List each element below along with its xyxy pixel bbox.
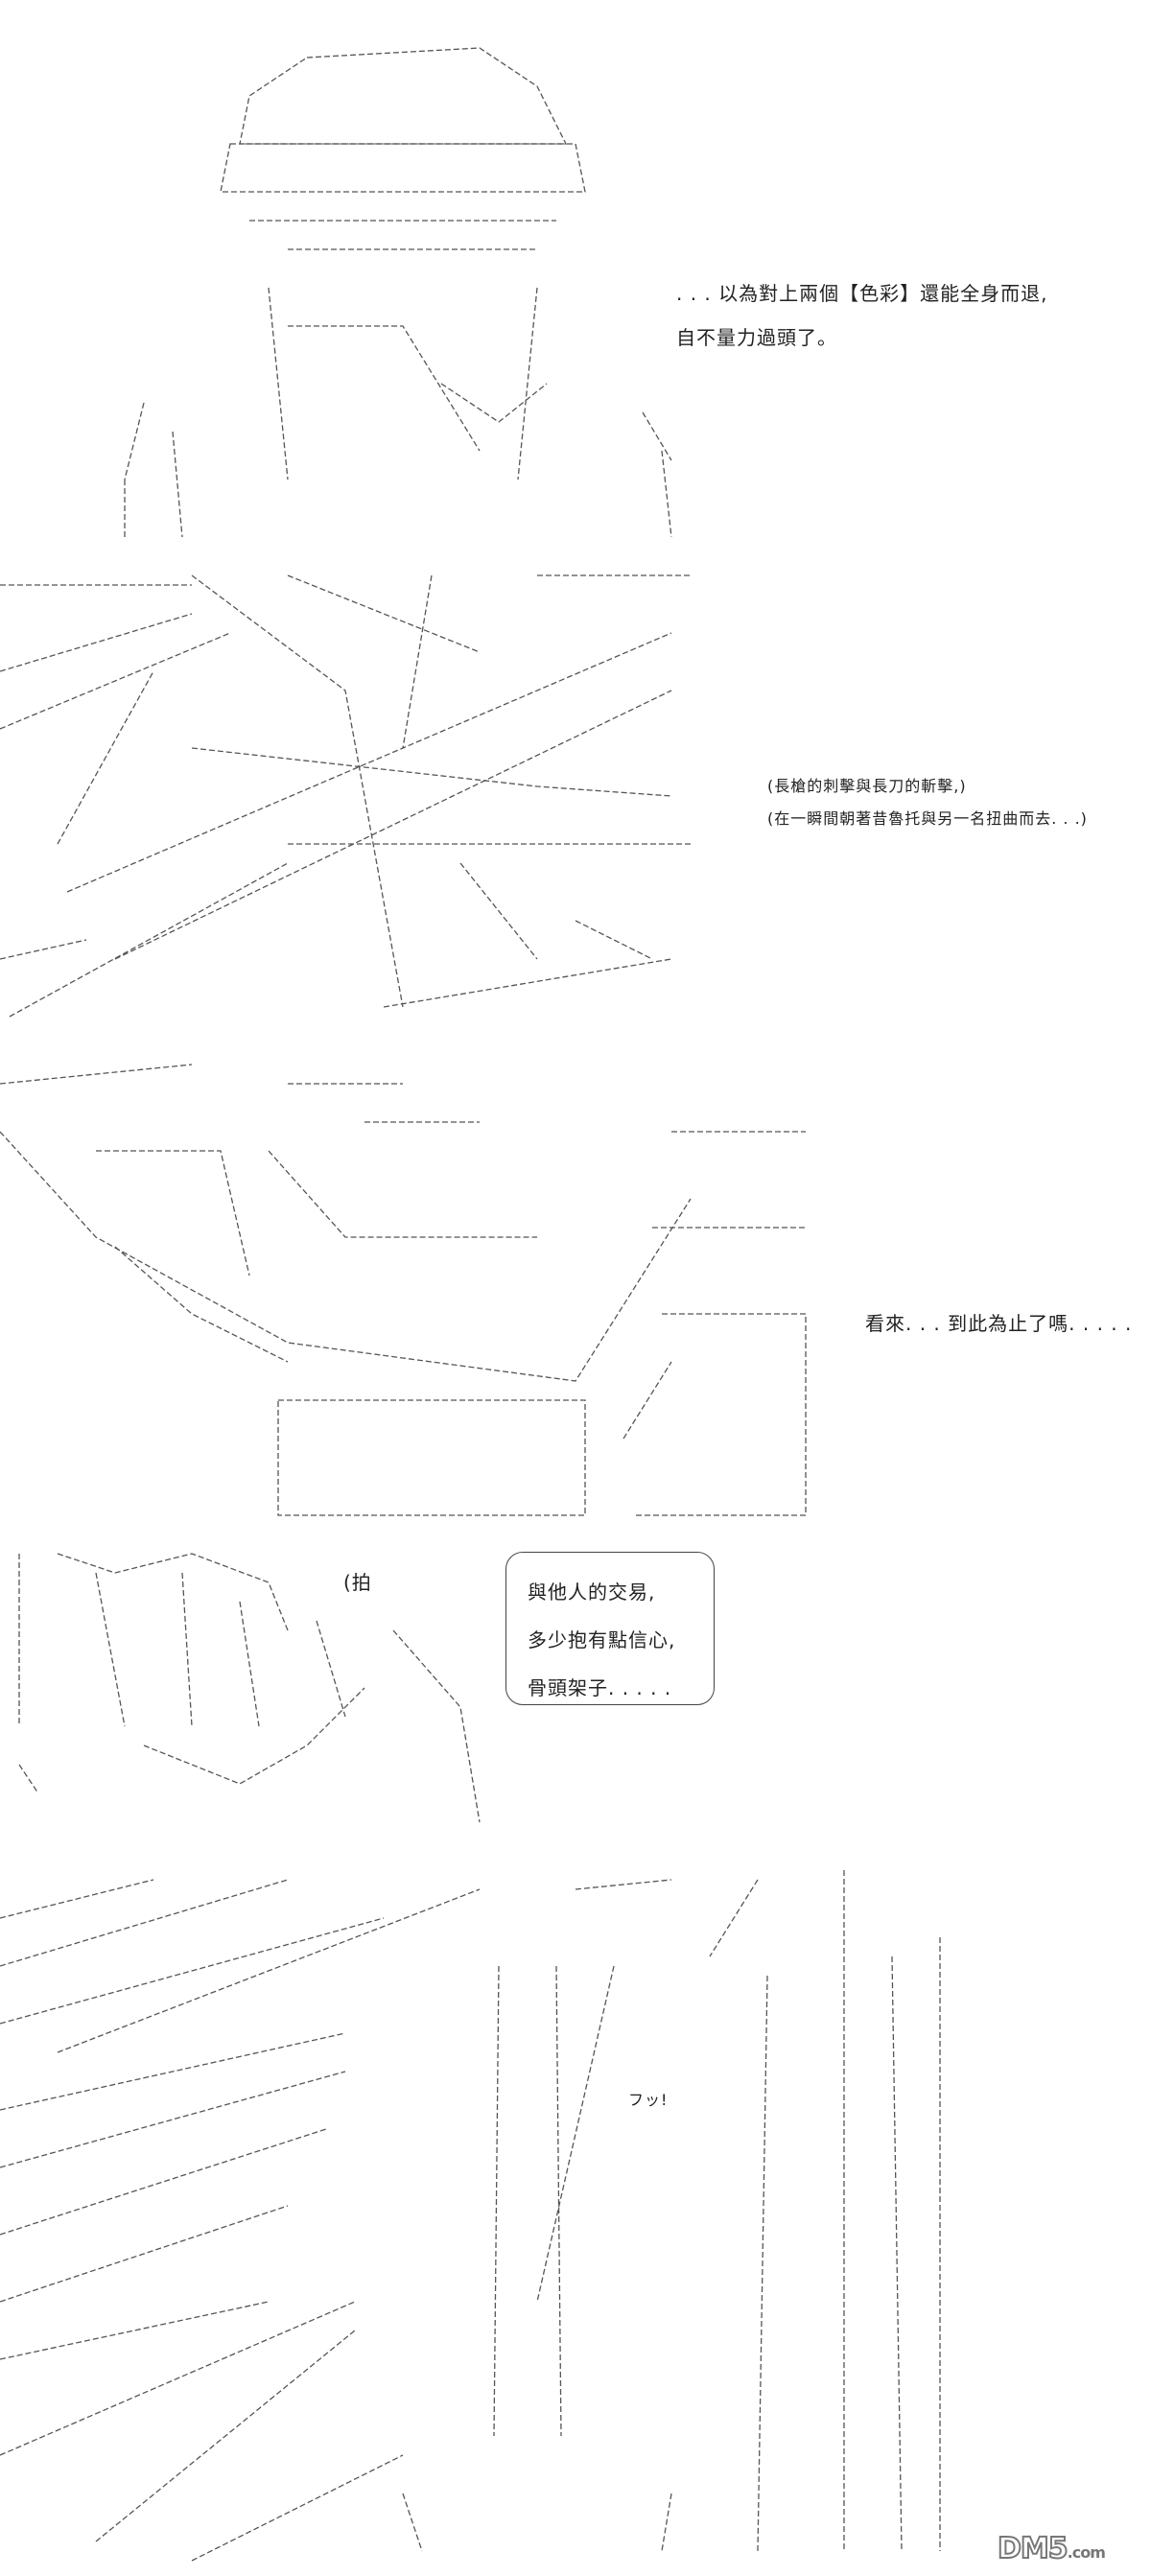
bubble-line: 與他人的交易, xyxy=(528,1581,656,1604)
panel-5-figures-art xyxy=(0,1870,941,2562)
panel-1-figure-art xyxy=(124,47,672,538)
sound-effect: (拍 xyxy=(343,1571,372,1594)
narration-line: (長槍的刺擊與長刀的斬擊,) xyxy=(767,777,967,795)
panel-3-scene-art xyxy=(0,1064,807,1516)
watermark-brand: DM5 xyxy=(997,2531,1069,2566)
panel-4-fist-art xyxy=(18,1553,481,1823)
panel-2-slash-art xyxy=(0,574,691,1018)
bubble-line: 多少抱有點信心, xyxy=(528,1628,676,1651)
narration-line: (在一瞬間朝著昔魯托與另一名扭曲而去. . .) xyxy=(767,809,1088,828)
speech-bubble: 與他人的交易, 多少抱有點信心, 骨頭架子. . . . . xyxy=(505,1552,715,1705)
sound-effect: フッ! xyxy=(628,2091,669,2109)
narration-line: . . . 以為對上兩個【色彩】還能全身而退, xyxy=(676,282,1048,305)
watermark-logo: DM5.com xyxy=(997,2531,1106,2566)
narration-line: 看來. . . 到此為止了嗎. . . . . xyxy=(865,1312,1133,1335)
bubble-line: 骨頭架子. . . . . xyxy=(528,1676,672,1699)
narration-line: 自不量力過頭了。 xyxy=(676,326,837,349)
watermark-suffix: .com xyxy=(1067,2543,1106,2562)
